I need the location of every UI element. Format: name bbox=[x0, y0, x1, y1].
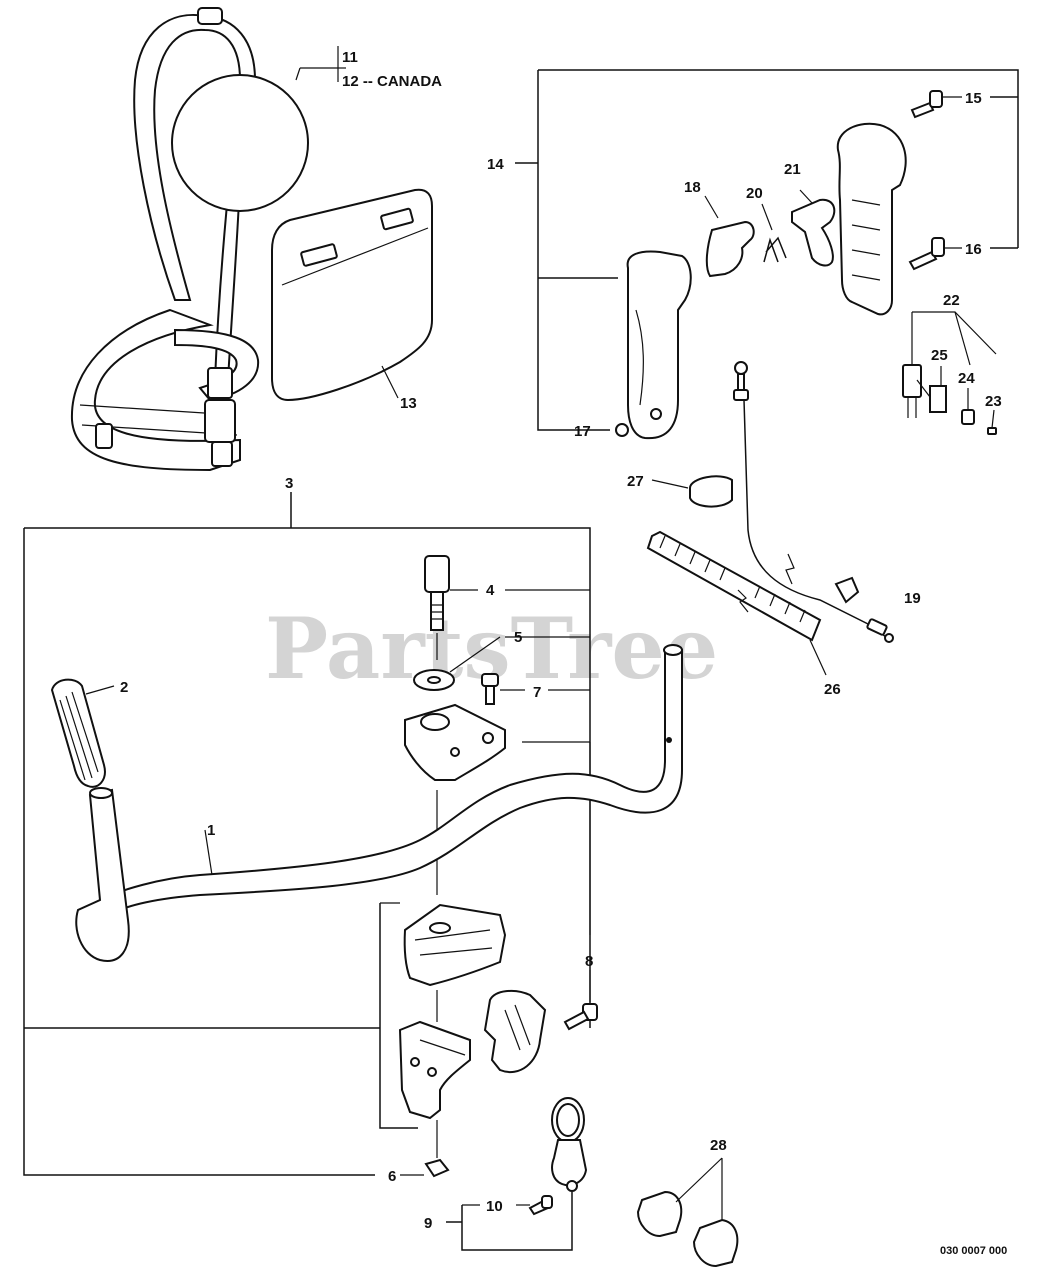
callout-2: 2 bbox=[120, 679, 128, 696]
callout-23: 23 bbox=[985, 393, 1002, 410]
callout-20: 20 bbox=[746, 185, 763, 202]
callout-10: 10 bbox=[486, 1198, 503, 1215]
callout-11: 11 bbox=[342, 49, 358, 66]
callout-17: 17 bbox=[574, 423, 591, 440]
stop-switch-group bbox=[902, 311, 997, 435]
throttle-trigger bbox=[791, 189, 836, 267]
handlebar-1 bbox=[75, 644, 683, 962]
spring bbox=[761, 203, 787, 263]
callout-16: 16 bbox=[965, 241, 982, 258]
callout-3: 3 bbox=[285, 475, 293, 492]
callout-1: 1 bbox=[207, 822, 215, 839]
callout-6: 6 bbox=[388, 1168, 396, 1185]
leader-lines bbox=[295, 46, 931, 399]
callout-12: 12 -- CANADA bbox=[342, 73, 442, 90]
bolt-4 bbox=[424, 555, 478, 660]
callout-19: 19 bbox=[904, 590, 921, 607]
callout-8: 8 bbox=[585, 953, 593, 970]
guard-clip bbox=[551, 1097, 588, 1192]
hip-pad bbox=[271, 188, 433, 402]
throttle-cable bbox=[733, 361, 894, 643]
callout-14: 14 bbox=[487, 156, 504, 173]
reference-code: 030 0007 000 bbox=[940, 1245, 1007, 1257]
callout-26: 26 bbox=[824, 681, 841, 698]
handlebar-clamp-lower bbox=[398, 1020, 471, 1158]
handlebar-clamp-middle bbox=[403, 903, 507, 1022]
nut-17 bbox=[615, 423, 629, 437]
callout-22: 22 bbox=[943, 292, 960, 309]
screw-16 bbox=[908, 237, 962, 271]
callout-15: 15 bbox=[965, 90, 982, 107]
callout-7: 7 bbox=[533, 684, 541, 701]
callout-9: 9 bbox=[424, 1215, 432, 1232]
corrugated-tube bbox=[646, 530, 827, 676]
throttle-lockout bbox=[704, 195, 755, 278]
callout-labels: 11 12 -- CANADA 13 14 15 16 17 18 19 20 … bbox=[120, 49, 1002, 1232]
callout-25: 25 bbox=[931, 347, 948, 364]
group-9-bracket bbox=[461, 1192, 573, 1251]
handle-housing-left bbox=[626, 250, 692, 440]
callout-27: 27 bbox=[627, 473, 644, 490]
grip-2 bbox=[50, 678, 115, 788]
square-nut-6 bbox=[400, 1158, 450, 1178]
cable-clamp-27 bbox=[651, 475, 733, 508]
handlebar-assembly-box bbox=[23, 492, 591, 1176]
callout-18: 18 bbox=[684, 179, 701, 196]
callout-24: 24 bbox=[958, 370, 975, 387]
callout-28: 28 bbox=[710, 1137, 727, 1154]
shoulder-harness bbox=[70, 7, 309, 472]
screw-15 bbox=[910, 90, 962, 119]
screw-10 bbox=[516, 1195, 553, 1216]
callout-4: 4 bbox=[486, 582, 495, 599]
handlebar-clamp-ring bbox=[483, 989, 547, 1073]
callout-5: 5 bbox=[514, 629, 522, 646]
callout-13: 13 bbox=[400, 395, 417, 412]
handle-housing-right bbox=[836, 122, 907, 316]
bolt-8 bbox=[563, 970, 598, 1031]
callout-21: 21 bbox=[784, 161, 801, 178]
clamps-28 bbox=[636, 1157, 739, 1268]
screw-7 bbox=[481, 673, 525, 705]
handlebar-clamp-top bbox=[404, 703, 506, 895]
throttle-assembly-bracket bbox=[515, 69, 1019, 431]
washer-5 bbox=[413, 636, 501, 691]
